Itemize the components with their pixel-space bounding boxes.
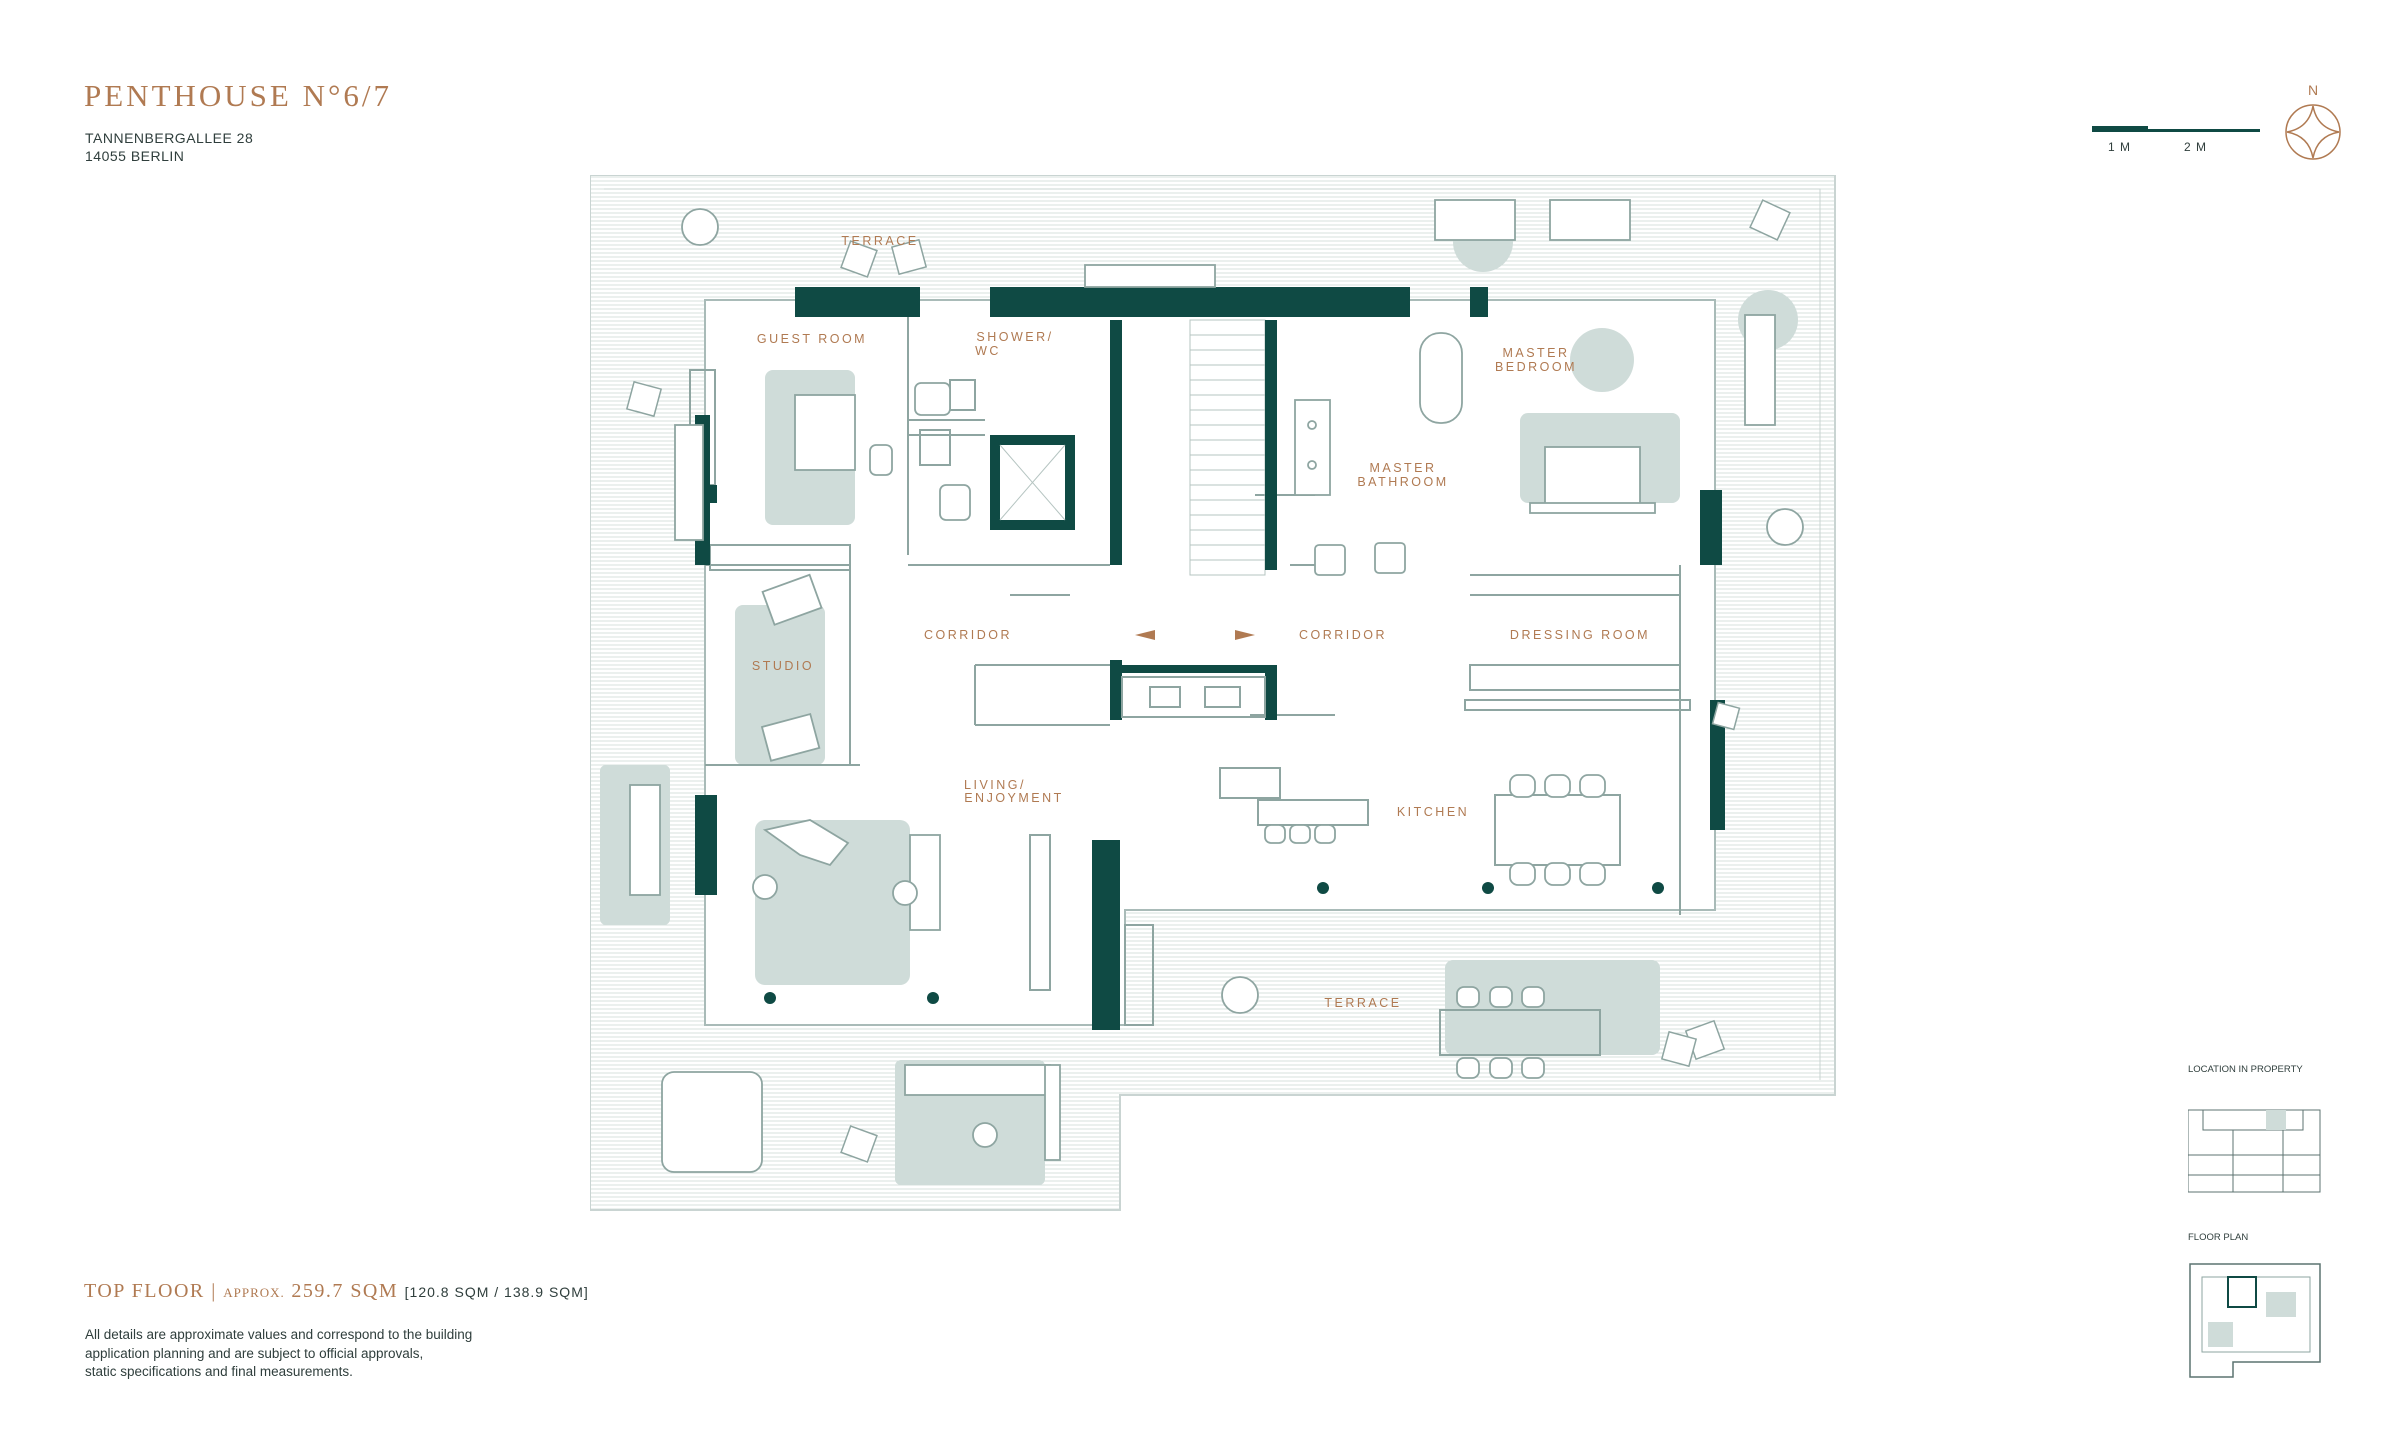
disclaimer: All details are approximate values and c… — [85, 1326, 545, 1382]
label-master-bathroom-1: MASTER — [1369, 461, 1436, 475]
label-living-2: ENJOYMENT — [964, 791, 1064, 805]
floor-plan: TERRACE GUEST ROOM SHOWER/ WC MASTER BED… — [590, 175, 1836, 1211]
plants — [625, 199, 1791, 1163]
label-corridor-right: CORRIDOR — [1299, 628, 1387, 642]
bath-fixtures — [661, 332, 1463, 1173]
label-master-bedroom-2: BEDROOM — [1495, 360, 1577, 374]
scale-label-2m: 2 M — [2184, 140, 2208, 154]
floor-area-line: TOP FLOOR | APPROX. 259.7 SQM [120.8 SQM… — [84, 1280, 589, 1303]
label-corridor-left: CORRIDOR — [924, 628, 1012, 642]
compass-icon: N — [2285, 82, 2341, 160]
label-master-bathroom-2: BATHROOM — [1357, 475, 1448, 489]
structural-walls — [695, 287, 1725, 1030]
label-shower-wc-2: WC — [975, 344, 1001, 358]
label-guest-room: GUEST ROOM — [757, 332, 867, 346]
page-title: PENTHOUSE N°6/7 — [84, 78, 392, 113]
elevator-shaft — [990, 435, 1075, 530]
floor-name: TOP FLOOR — [84, 1280, 205, 1302]
columns — [764, 882, 1664, 1004]
label-kitchen: KITCHEN — [1397, 805, 1469, 819]
area-total: 259.7 SQM — [291, 1280, 399, 1302]
floorplan-minimap — [2189, 1263, 2321, 1378]
area-approx: APPROX. — [223, 1285, 285, 1300]
label-studio: STUDIO — [752, 659, 814, 673]
area-separator: | — [211, 1280, 217, 1302]
beds-sofas — [629, 199, 1776, 1161]
compass-north-label: N — [2308, 82, 2318, 98]
label-terrace-top: TERRACE — [841, 234, 918, 248]
address-city: 14055 BERLIN — [85, 148, 185, 164]
area-breakdown: [120.8 SQM / 138.9 SQM] — [404, 1284, 589, 1300]
label-terrace-bottom: TERRACE — [1324, 996, 1401, 1010]
address-street: TANNENBERGALLEE 28 — [85, 130, 254, 146]
round-tables — [681, 208, 1804, 1148]
disclaimer-line-1: All details are approximate values and c… — [85, 1327, 473, 1342]
disclaimer-line-3: static specifications and final measurem… — [85, 1364, 353, 1379]
label-dressing-room: DRESSING ROOM — [1510, 628, 1650, 642]
dining-chairs — [1264, 774, 1606, 1079]
floorplan-label: FLOOR PLAN — [2188, 1232, 2249, 1243]
location-label: LOCATION IN PROPERTY — [2188, 1064, 2303, 1075]
disclaimer-line-2: application planning and are subject to … — [85, 1345, 424, 1361]
label-living-1: LIVING/ — [964, 778, 1026, 792]
scale-label-1m: 1 M — [2108, 140, 2132, 154]
location-minimap — [2188, 1109, 2321, 1193]
interior-floor — [704, 299, 1716, 1026]
label-master-bedroom-1: MASTER — [1502, 346, 1569, 360]
interior-walls — [689, 300, 1691, 915]
label-shower-wc-1: SHOWER/ — [976, 330, 1053, 344]
